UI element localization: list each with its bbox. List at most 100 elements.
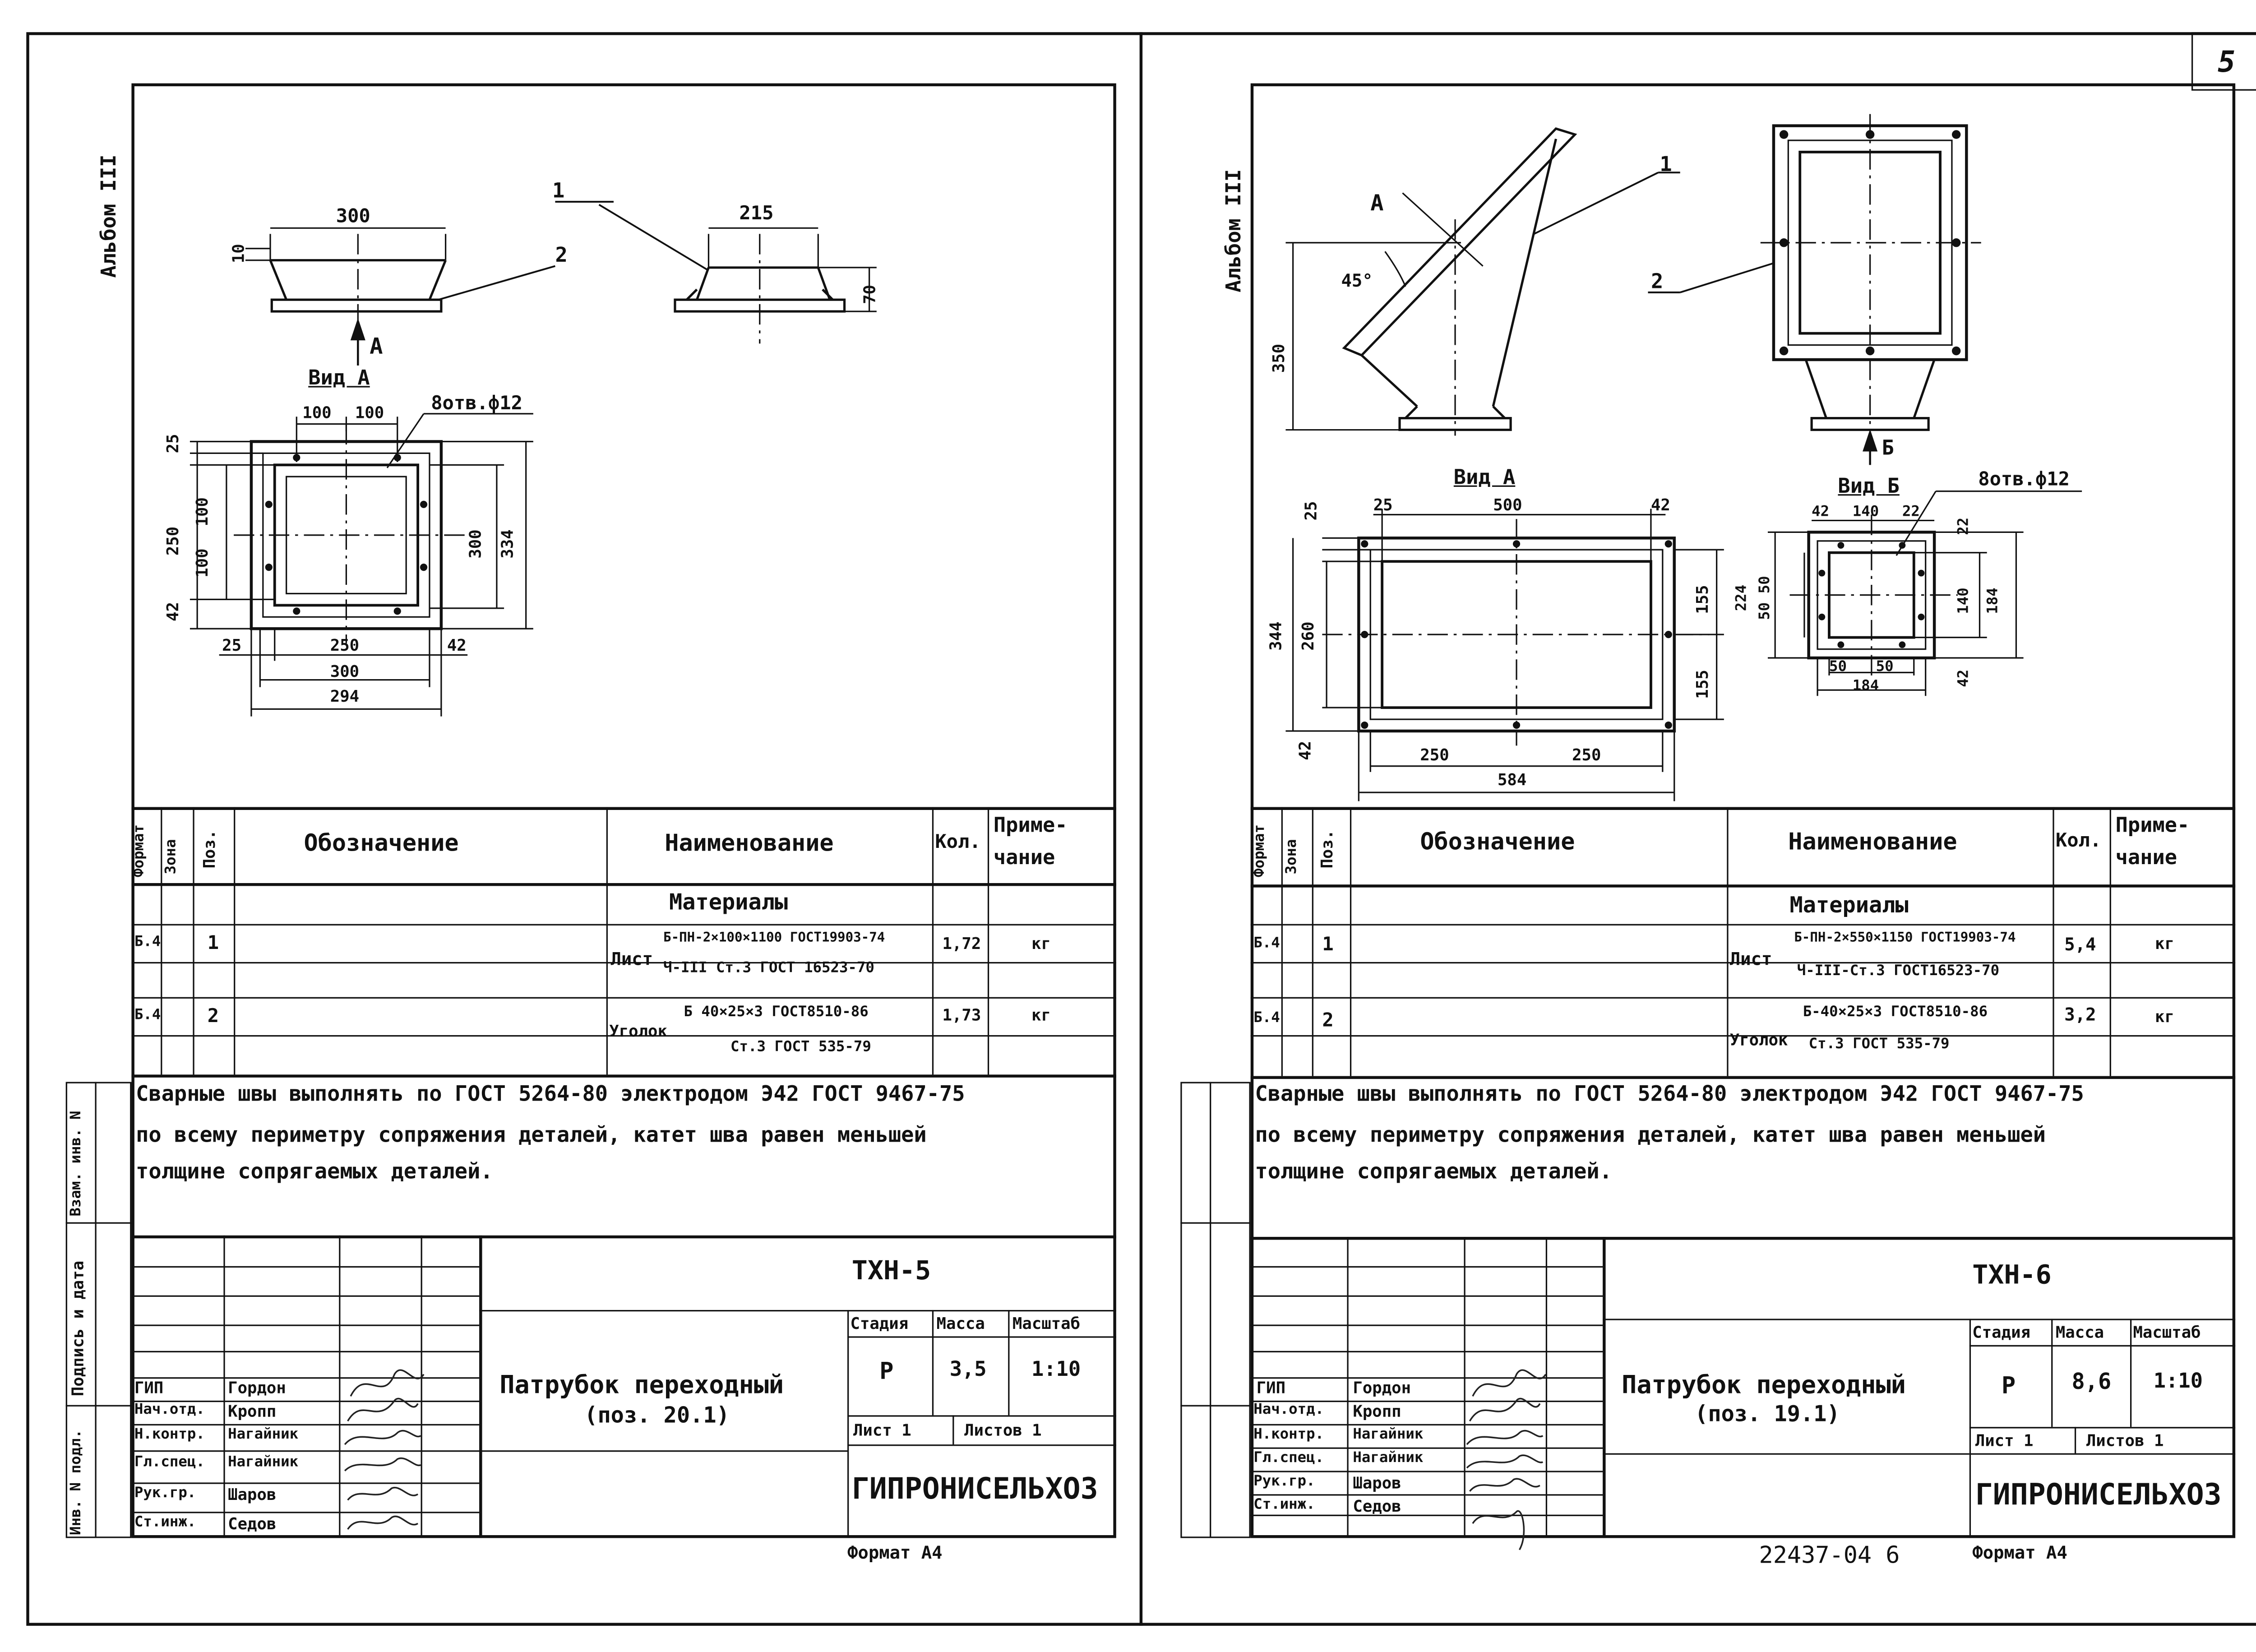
title-block-top: [131, 1235, 1116, 1239]
staff-row: [131, 1377, 480, 1379]
dim-b184-right: 184: [1852, 678, 1879, 694]
staff-row: [1250, 1400, 1603, 1402]
staff-role-2-left: Нач.отд.: [134, 1402, 205, 1418]
right-sheet-frame: [1250, 83, 2236, 1538]
staff-row: [1250, 1514, 1603, 1516]
hdr-name-right: Наименование: [1788, 827, 1957, 856]
row2-qty-right: 3,2: [2064, 1004, 2096, 1025]
title-block-line: [1969, 1345, 2236, 1347]
spec-header-line-left: [131, 883, 1116, 886]
sheet-divider: [1139, 32, 1143, 1626]
side-strip-right: [1180, 1082, 1251, 1538]
staff-role-5-left: Рук.гр.: [134, 1485, 196, 1502]
staff-role-2-right: Нач.отд.: [1253, 1402, 1324, 1418]
staff-name-6-left: Седов: [228, 1514, 277, 1534]
row1-note-left: кг: [1031, 934, 1051, 953]
title-block-line: [847, 1444, 1116, 1446]
staff-row: [1250, 1447, 1603, 1449]
dim-300-left: 300: [336, 206, 370, 228]
staff-row: [131, 1400, 480, 1402]
dim-b50b-right: 50: [1876, 659, 1894, 676]
staff-name-4-right: Нагайник: [1353, 1450, 1424, 1467]
row1-qty-right: 5,4: [2064, 934, 2096, 955]
view-a-label-left: Вид А: [308, 367, 370, 391]
organization-left: ГИПРОНИСЕЛЬХОЗ: [851, 1471, 1098, 1506]
row2-format-left: Б.4: [134, 1007, 161, 1023]
scale-hdr-right: Масштаб: [2133, 1323, 2201, 1342]
stage-left: Р: [879, 1356, 894, 1385]
angle-label-right: 45°: [1341, 270, 1373, 291]
title-block-line: [1603, 1453, 1969, 1455]
side-strip-line: [1180, 1222, 1251, 1224]
title-block-split: [479, 1235, 482, 1538]
row1-line2-left: Ч-III Ст.3 ГОСТ 16523-70: [663, 960, 874, 977]
spec-col-line: [234, 807, 236, 1075]
hdr-note1-left: Приме-: [993, 814, 1068, 838]
bottom-code: 22437-04 6: [1759, 1541, 1900, 1569]
hdr-qty-right: Кол.: [2055, 830, 2102, 852]
staff-role-4-left: Гл.спец.: [134, 1454, 205, 1471]
scale-hdr-left: Масштаб: [1012, 1314, 1081, 1333]
dim-25h-left: 25: [222, 636, 242, 655]
spec-bottom-line: [131, 1074, 1116, 1078]
title-block-line: [479, 1450, 848, 1452]
row1-note-right: кг: [2155, 934, 2174, 953]
arrow-a-label-right: А: [1370, 190, 1384, 217]
part-label-1-right: 1: [1660, 153, 1672, 177]
spec-top-line-right: [1250, 807, 2236, 810]
staff-name-4-left: Нагайник: [228, 1454, 299, 1471]
staff-name-6-right: Седов: [1353, 1497, 1401, 1516]
hdr-designation-right: Обозначение: [1420, 827, 1575, 856]
spec-col-line: [1350, 807, 1352, 1076]
staff-row: [131, 1351, 480, 1352]
staff-row: [1250, 1295, 1603, 1297]
dim-250h-left: 250: [330, 636, 360, 655]
hdr-designation-left: Обозначение: [304, 829, 459, 857]
row1-pos-right: 1: [1322, 934, 1334, 956]
spec-top-line-left: [131, 807, 1116, 810]
page-number-box: [2191, 32, 2256, 91]
row2-line2-right: Ст.3 ГОСТ 535-79: [1808, 1037, 1950, 1053]
title-block-top: [1250, 1237, 2236, 1240]
row1-line1-left: Б-ПН-2×100×1100 ГОСТ19903-74: [663, 931, 885, 946]
row2-kind-left: Уголок: [609, 1022, 667, 1041]
title-block-col: [1969, 1319, 1971, 1538]
title-block-line: [847, 1415, 1116, 1417]
staff-row: [1250, 1471, 1603, 1472]
format-label-right: Формат А4: [1972, 1542, 2067, 1563]
staff-col: [223, 1235, 225, 1538]
organization-right: ГИПРОНИСЕЛЬХОЗ: [1975, 1476, 2222, 1512]
row2-pos-left: 2: [207, 1006, 219, 1028]
side-strip-divider: [1210, 1082, 1211, 1538]
title-block-col: [2074, 1427, 2076, 1453]
mass-right: 8,6: [2071, 1368, 2112, 1395]
hdr-note2-left: чание: [993, 846, 1055, 870]
spec-col-line: [1727, 807, 1729, 1076]
spec-col-line: [1312, 807, 1313, 1076]
scale-left: 1:10: [1031, 1358, 1081, 1382]
dim-215-left: 215: [739, 203, 774, 225]
dim-500-right: 500: [1493, 495, 1522, 515]
staff-row: [131, 1266, 480, 1268]
staff-row: [131, 1512, 480, 1513]
staff-col: [1347, 1237, 1349, 1538]
row2-line1-right: Б-40×25×3 ГОСТ8510-86: [1803, 1004, 1988, 1021]
row2-note-left: кг: [1031, 1006, 1051, 1025]
hdr-name-left: Наименование: [665, 829, 834, 857]
section-materials-right: Материалы: [1789, 892, 1909, 918]
title-block-split: [1603, 1237, 1606, 1538]
staff-row: [1250, 1377, 1603, 1379]
title-block-line: [479, 1310, 1116, 1312]
title-block-col: [1008, 1310, 1010, 1416]
title-block-line: [847, 1336, 1116, 1338]
dim-b50a-right: 50: [1829, 659, 1847, 676]
staff-role-6-right: Ст.инж.: [1253, 1497, 1315, 1513]
spec-bottom-line: [1250, 1076, 2236, 1079]
staff-row: [1250, 1324, 1603, 1326]
title-block-col: [847, 1310, 849, 1538]
dim-b22-right: 22: [1902, 504, 1920, 521]
title-block-line: [1603, 1319, 2236, 1320]
spec-col-line: [193, 807, 194, 1075]
view-a-label-right: Вид А: [1453, 466, 1516, 490]
